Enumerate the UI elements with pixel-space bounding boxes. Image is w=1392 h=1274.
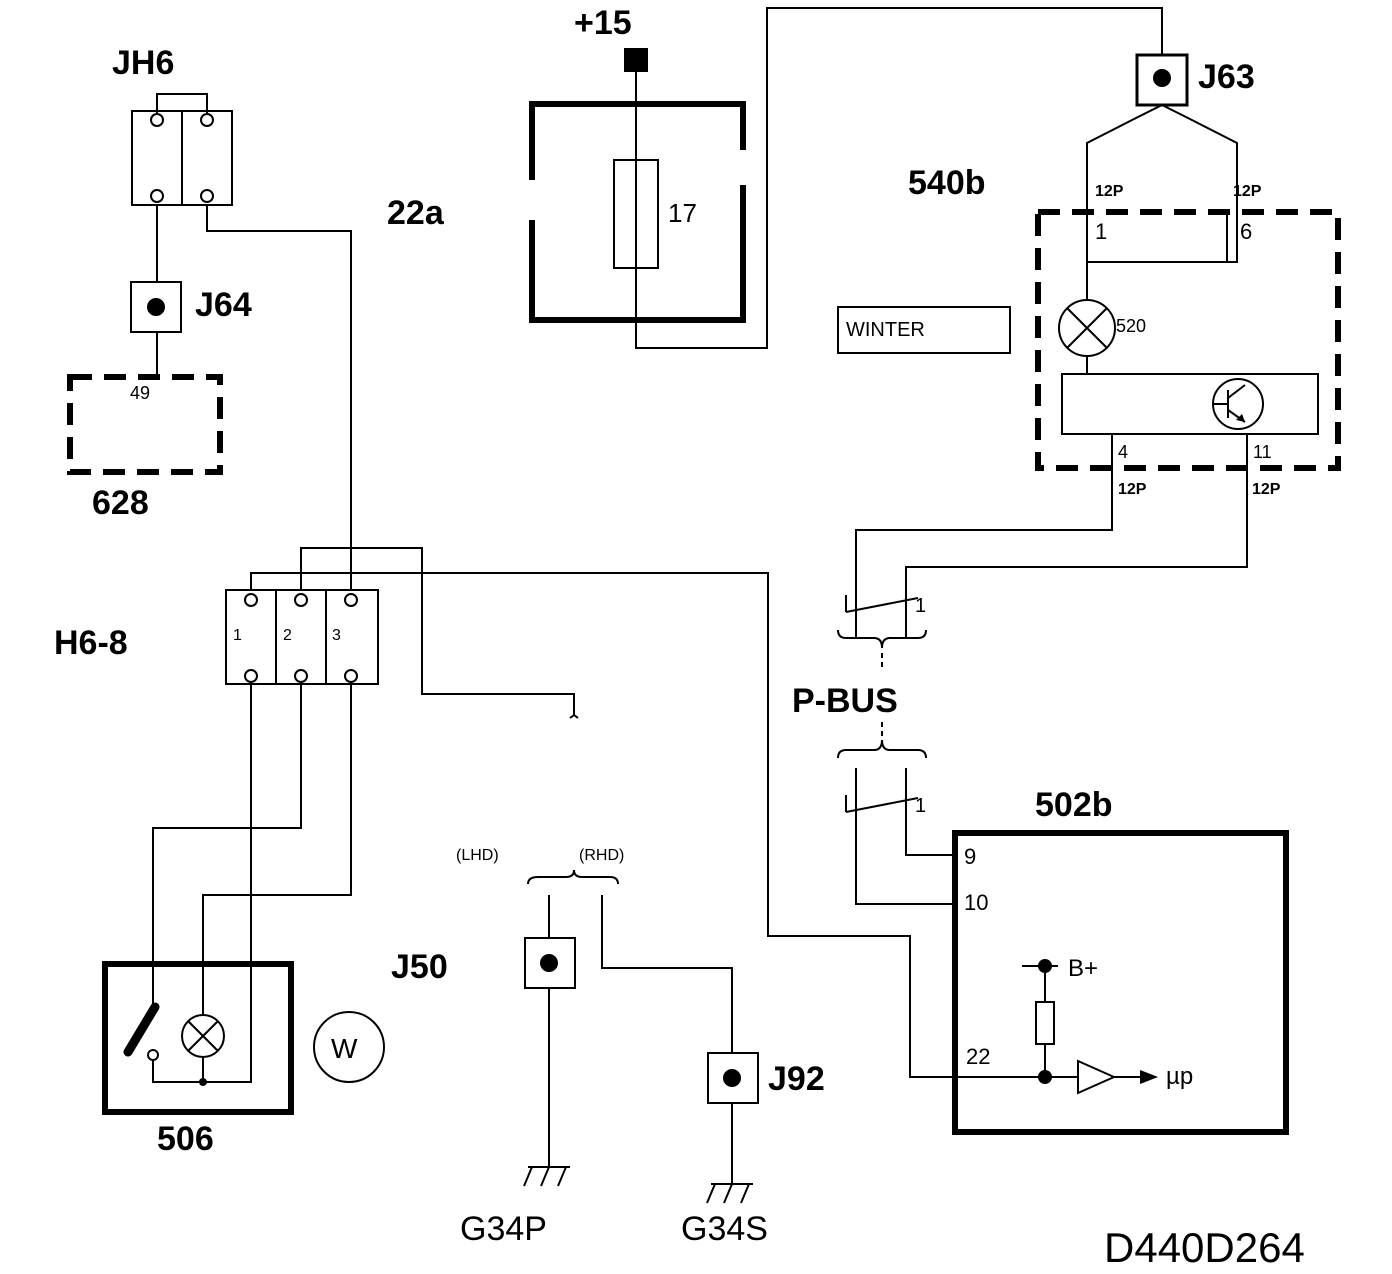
j63-label: J63 — [1198, 58, 1255, 96]
pin-22-label: 22 — [966, 1044, 990, 1069]
plus15-terminal — [624, 48, 648, 72]
c628-label: 628 — [92, 484, 149, 522]
connector-jh6: JH6 — [112, 44, 233, 206]
lhd-label: (LHD) — [456, 847, 499, 864]
fuse-17-label: 17 — [668, 198, 697, 228]
pbus-label: P-BUS — [792, 682, 898, 720]
bulb-520-label: 520 — [1116, 316, 1146, 336]
ground-g34s: G34S — [681, 1183, 768, 1248]
bplus-label: B+ — [1068, 955, 1098, 982]
wires — [152, 7, 1248, 1183]
w-label: W — [331, 1033, 358, 1064]
winter-variant-box: WINTER — [837, 306, 1011, 354]
c540b-label: 540b — [908, 164, 986, 202]
pin-6-label: 6 — [1240, 219, 1252, 244]
rhd-label: (RHD) — [579, 847, 624, 864]
conn-12p-6: 12P — [1233, 183, 1262, 200]
component-506: 506 — [102, 961, 294, 1158]
j50-label: J50 — [391, 948, 448, 986]
p-bus-connector: 1 P-BUS 1 — [792, 595, 927, 817]
ground-g34p: G34P — [460, 1166, 570, 1248]
junction-j63: J63 — [1135, 53, 1255, 107]
winter-label: WINTER — [846, 319, 925, 341]
junction-j64: J64 — [130, 281, 252, 333]
conn-12p-1: 12P — [1095, 183, 1124, 200]
g34p-label: G34P — [460, 1210, 547, 1248]
h68-pin-2: 2 — [283, 627, 292, 644]
g34s-label: G34S — [681, 1210, 768, 1248]
h68-pin-1: 1 — [233, 627, 242, 644]
pin-1-label: 1 — [1095, 219, 1107, 244]
component-502b: 502b 9 10 22 B+ µp — [952, 786, 1289, 1135]
component-540b: 540b 12P 12P 1 6 520 4 11 12P 12P — [908, 164, 1341, 498]
j92-label: J92 — [768, 1060, 825, 1098]
component-628: 49 628 — [67, 374, 223, 522]
pbus-pin-lower: 1 — [915, 795, 926, 817]
pin-11-label: 11 — [1253, 442, 1272, 462]
diagram-id: D440D264 — [1104, 1224, 1305, 1271]
pin-10-label: 10 — [964, 890, 988, 915]
conn-12p-11: 12P — [1252, 481, 1281, 498]
j64-label: J64 — [195, 286, 252, 324]
h68-pin-3: 3 — [332, 627, 341, 644]
pin-9-label: 9 — [964, 844, 976, 869]
c502b-label: 502b — [1035, 786, 1113, 824]
lhd-rhd-split: (LHD) (RHD) — [456, 847, 624, 885]
h68-label: H6-8 — [54, 624, 128, 662]
microprocessor-label: µp — [1166, 1063, 1193, 1090]
pin-49-label: 49 — [130, 383, 150, 403]
jh6-label: JH6 — [112, 44, 174, 82]
supply-label: +15 — [574, 4, 632, 42]
pin-4-label: 4 — [1118, 442, 1128, 462]
junction-j92: J92 — [707, 1052, 825, 1104]
component-22a: +15 17 22a — [387, 4, 746, 323]
c22a-label: 22a — [387, 194, 445, 232]
pbus-pin-upper: 1 — [915, 595, 926, 617]
junction-j50: J50 — [391, 937, 576, 989]
warning-lamp-w-symbol: W — [313, 1011, 385, 1083]
conn-12p-4: 12P — [1118, 481, 1147, 498]
c506-label: 506 — [157, 1120, 214, 1158]
connector-h6-8: 1 2 3 H6-8 — [54, 589, 379, 685]
